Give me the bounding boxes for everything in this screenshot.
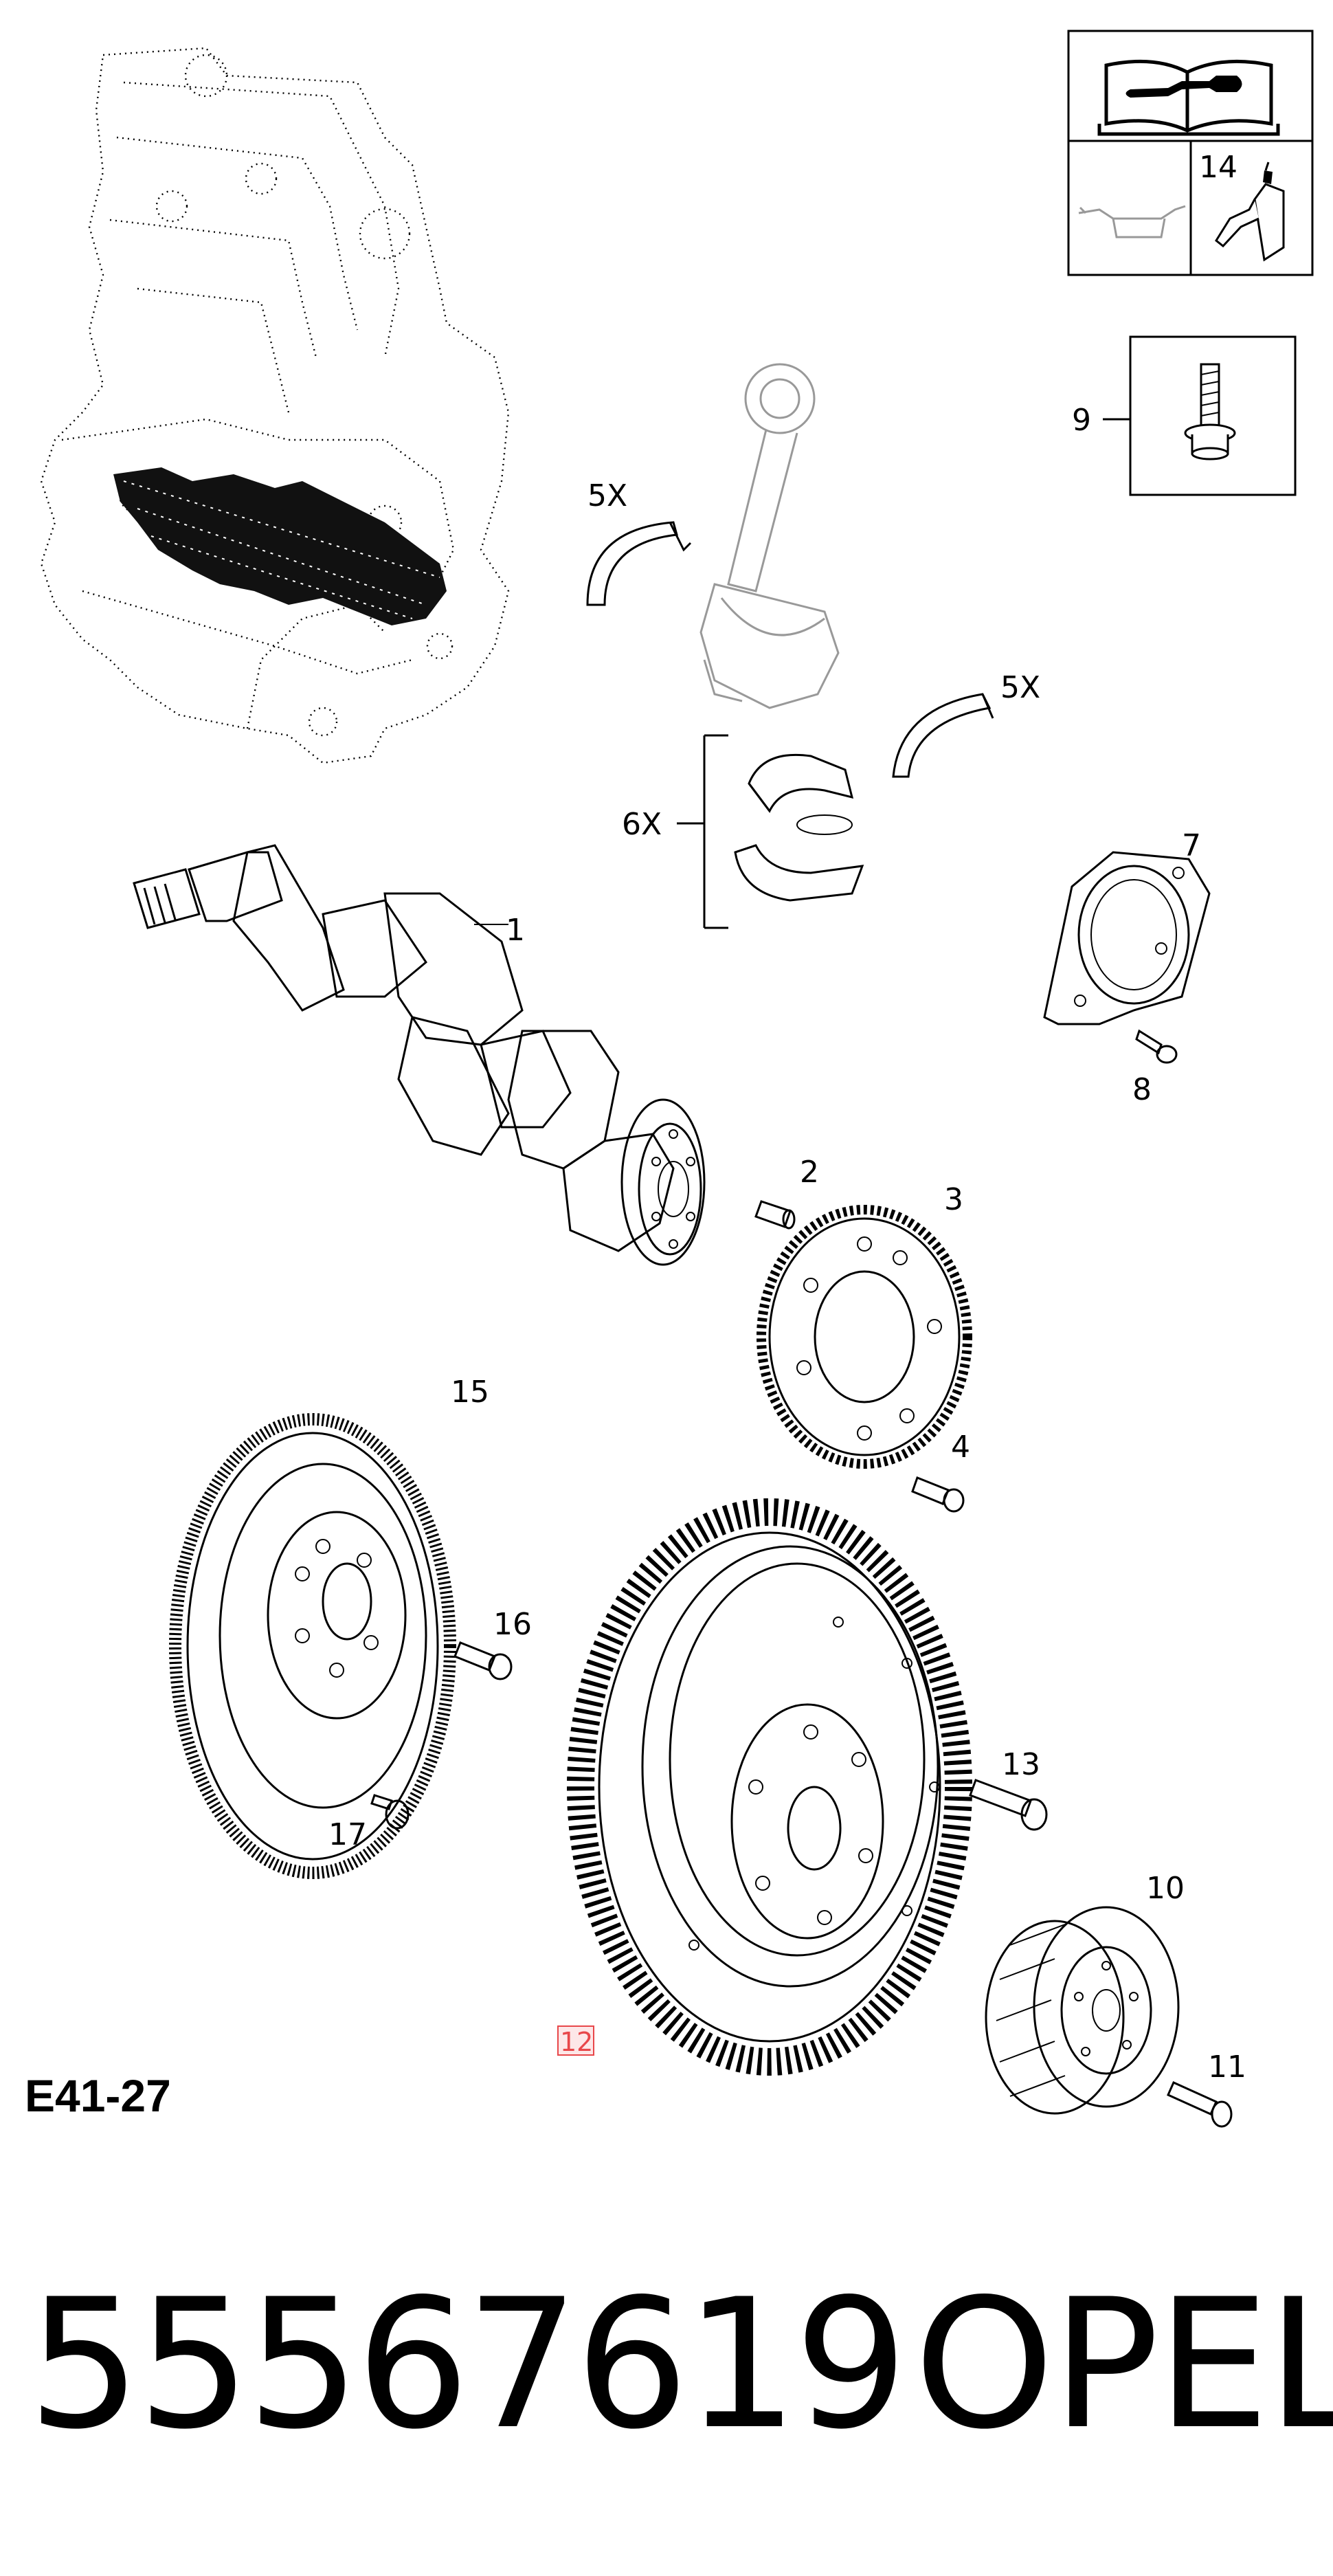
crankshaft-illustration: 1: [133, 844, 706, 1266]
bolt-8-illustration: 8: [1132, 1029, 1178, 1107]
dowel-pin-illustration: 2: [754, 1155, 819, 1230]
bolt-4-illustration: 4: [911, 1430, 970, 1513]
callout-16: 16: [493, 1607, 532, 1642]
callout-17: 17: [328, 1817, 367, 1852]
bolt-9-box: 9: [1072, 335, 1297, 496]
callout-9: 9: [1072, 403, 1091, 438]
part-number: 55567619: [27, 2261, 908, 2469]
callout-1: 1: [506, 913, 525, 948]
bolt-9-icon: [1184, 363, 1236, 460]
callout-11: 11: [1208, 2050, 1246, 2085]
footer-caption: 55567619 OPEL: [0, 2261, 1333, 2469]
rear-seal-housing-illustration: 7: [1043, 828, 1211, 1025]
engine-block-illustration: [40, 47, 510, 764]
bolt-17-illustration: 17: [328, 1794, 410, 1852]
callout-5x-upper: 5X: [587, 478, 627, 513]
callout-12-highlight: [557, 2025, 594, 2056]
bolt-13-illustration: 13: [969, 1747, 1048, 1831]
sealant-tube-icon: [1215, 162, 1285, 262]
flexplate-illustration: 15: [169, 1375, 489, 1879]
callout-2: 2: [800, 1155, 819, 1190]
bolt-16-illustration: 16: [453, 1607, 532, 1680]
diagram-reference-code: E41-27: [25, 2070, 171, 2121]
callout-15: 15: [451, 1375, 489, 1410]
thrust-washer-right: 5X: [892, 670, 1040, 778]
bearing-shells-illustration: 6X: [622, 734, 864, 929]
callout-12: 12: [560, 2027, 593, 2057]
callout-13: 13: [1002, 1747, 1040, 1782]
reluctor-ring-illustration: 3: [757, 1182, 972, 1469]
callout-10: 10: [1146, 1871, 1185, 1906]
brand-name: OPEL: [914, 2261, 1333, 2469]
oil-can-icon: [1078, 205, 1186, 238]
callout-4: 4: [951, 1430, 970, 1465]
crankshaft-location-highlight: [113, 467, 447, 625]
manual-tool-box: 14: [1067, 30, 1314, 276]
callout-5x-right: 5X: [1000, 670, 1040, 705]
thrust-washer-upper-left: 5X: [586, 478, 692, 606]
callout-6x: 6X: [622, 807, 662, 842]
flywheel-illustration: 12: [557, 1498, 972, 2076]
connecting-rod-illustration: [699, 363, 840, 709]
callout-8: 8: [1132, 1072, 1152, 1107]
book-wrench-icon: [1097, 59, 1280, 136]
callout-7: 7: [1182, 828, 1201, 863]
crank-pulley-illustration: 10: [985, 1871, 1185, 2115]
bolt-11-illustration: 11: [1167, 2050, 1246, 2128]
callout-14: 14: [1199, 150, 1237, 185]
callout-3: 3: [944, 1182, 963, 1217]
